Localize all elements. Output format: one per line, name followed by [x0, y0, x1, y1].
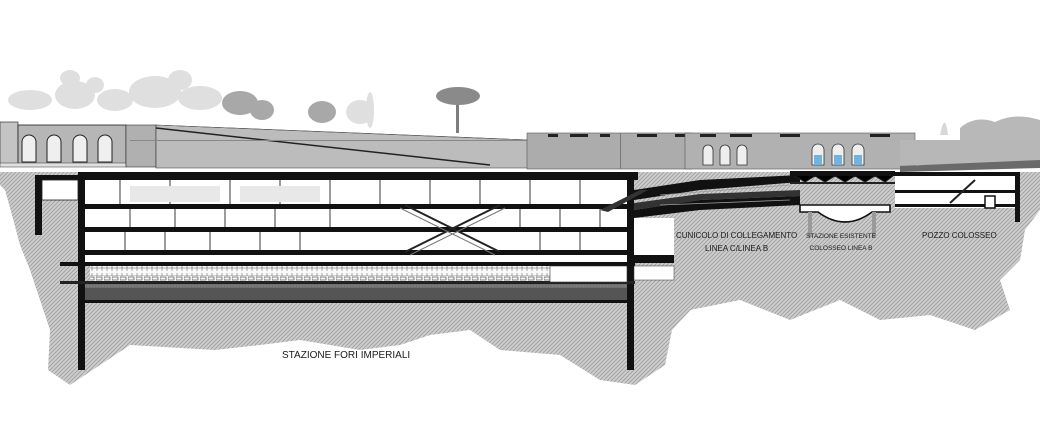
pine-tree [436, 87, 480, 133]
facade-right-building [526, 132, 1040, 172]
label-pozzo-colosseo: POZZO COLOSSEO [922, 231, 997, 240]
station-fori-imperiali [35, 172, 638, 370]
facade-left-arcade [0, 121, 531, 169]
label-stazione-esistente-line1: STAZIONE ESISTENTE [806, 233, 876, 240]
label-stazione-fori-imperiali: STAZIONE FORI IMPERIALI [282, 350, 411, 361]
shaft-pozzo-colosseo [895, 172, 1020, 222]
label-cunicolo: CUNICOLO DI COLLEGAMENTO LINEA C/LINEA B [676, 229, 797, 255]
label-cunicolo-line1: CUNICOLO DI COLLEGAMENTO [676, 231, 798, 240]
label-stazione-esistente-line2: COLOSSEO LINEA B [809, 245, 873, 252]
escalator-crossing [404, 204, 501, 253]
blue-windows [814, 155, 862, 165]
left-shaft [41, 179, 79, 201]
label-cunicolo-line2: LINEA C/LINEA B [705, 244, 769, 253]
station-colosseo-linea-b [790, 171, 895, 237]
tunnel-linea-c-linea-b [600, 175, 800, 281]
label-stazione-esistente: STAZIONE ESISTENTE COLOSSEO LINEA B [806, 231, 876, 255]
